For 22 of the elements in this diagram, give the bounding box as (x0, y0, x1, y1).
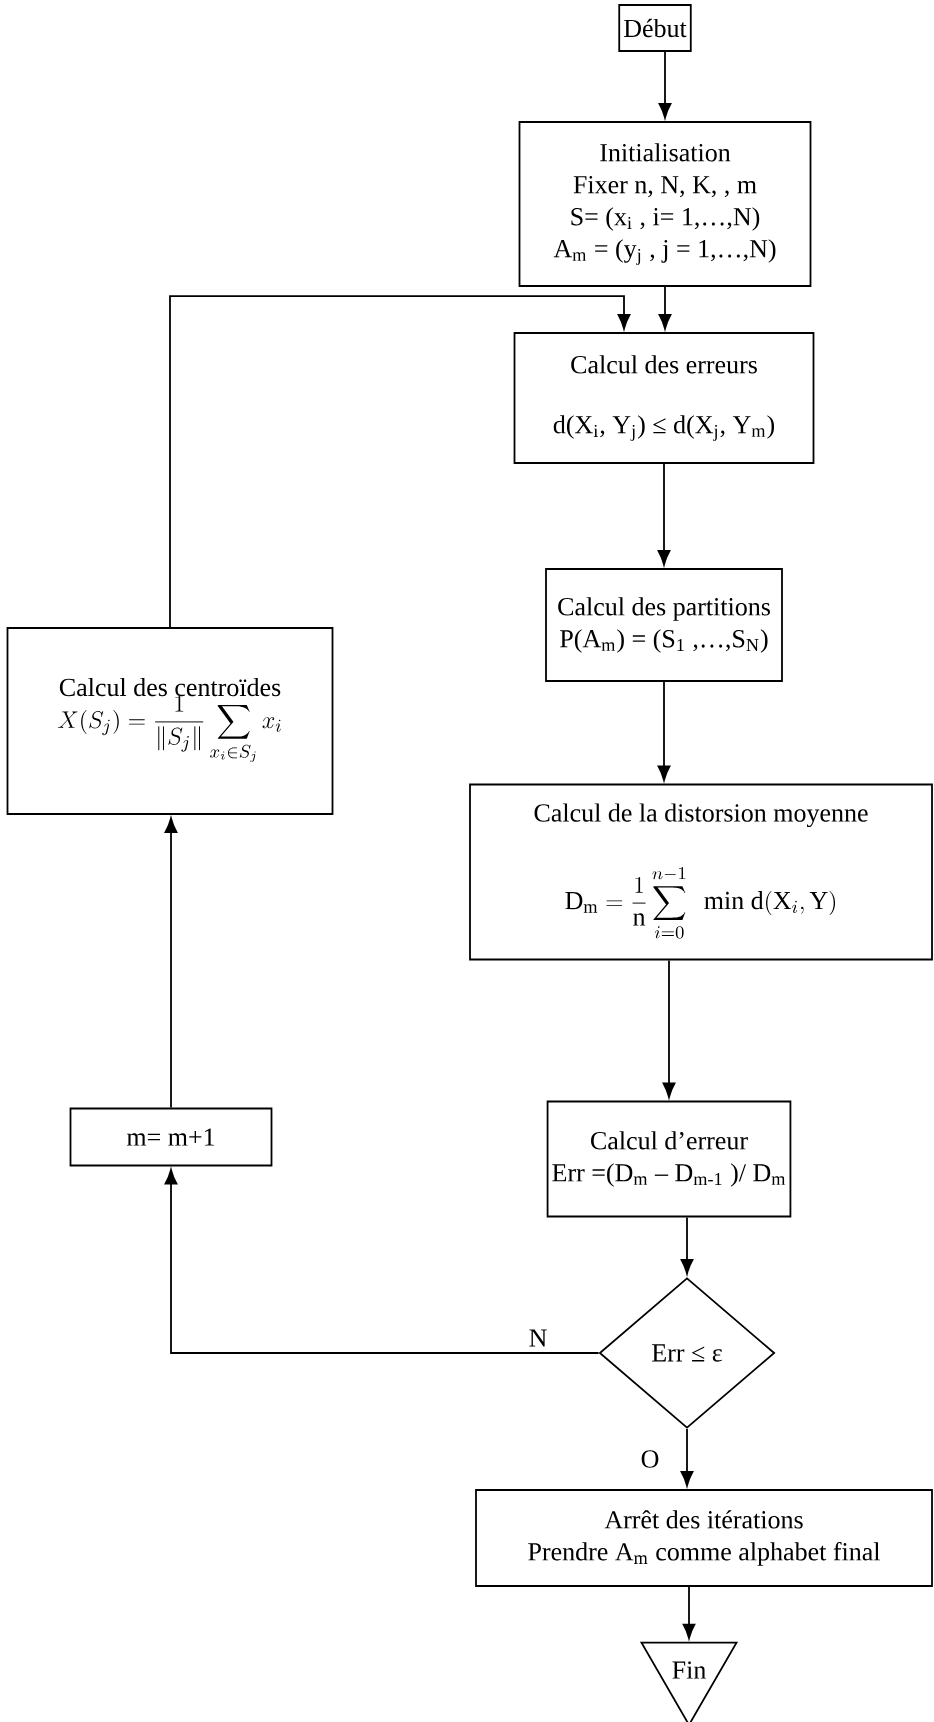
arrow (169, 295, 631, 628)
arrow (164, 1169, 600, 1354)
arrow (658, 51, 672, 119)
arrow (662, 959, 676, 1098)
start-box: Début (618, 4, 692, 52)
process-box: Calcul des erreurs d(X$_{i}$, Y$_{j}$) ≤ d(X$_{j}$, Y$_{m}$) (513, 332, 815, 464)
process-box: Calcul de la distorsion moyenne $\mathrm{D_m} = \frac{1}{\mathrm{n}}\sum_{i=0}^{n-1}\ \ \mathrm{min\ d}(\mathrm{X}_i,\mathrm{Y})$ (469, 783, 933, 961)
arrow (657, 463, 671, 566)
edge-label: N (526, 1327, 550, 1349)
arrow (682, 1586, 696, 1639)
process-box: Calcul d’erreur Err =(D$_{m}$ – D$_{m-1}$ )/ D$_{m}$ (546, 1100, 792, 1218)
process-box: Calcul des centroïdes $X(S_j) = \frac{1}{\left\|S_j\right\|}\sum_{x_i\in S_j} x_i$ (6, 627, 334, 815)
arrow (164, 817, 178, 1109)
process-box: Calcul des partitions P(A$_{m}$) = (S$_{1}$ ,…,S$_{N}$) (545, 568, 783, 682)
arrow (658, 286, 672, 330)
process-box: Initialisation Fixer n, N, K, , m S= (x$_{i}$ , i= 1,…,N) A$_{m}$ = (y$_{j}$ , j = 1,…,N) (518, 121, 812, 287)
arrow (657, 681, 671, 781)
process-box: Arrêt des itérations Prendre A$_{m}$ comme alphabet final (475, 1489, 933, 1587)
arrow (680, 1428, 694, 1487)
process-box: m= m+1 (69, 1107, 273, 1167)
arrow (680, 1216, 694, 1275)
edge-label: O (638, 1448, 662, 1470)
